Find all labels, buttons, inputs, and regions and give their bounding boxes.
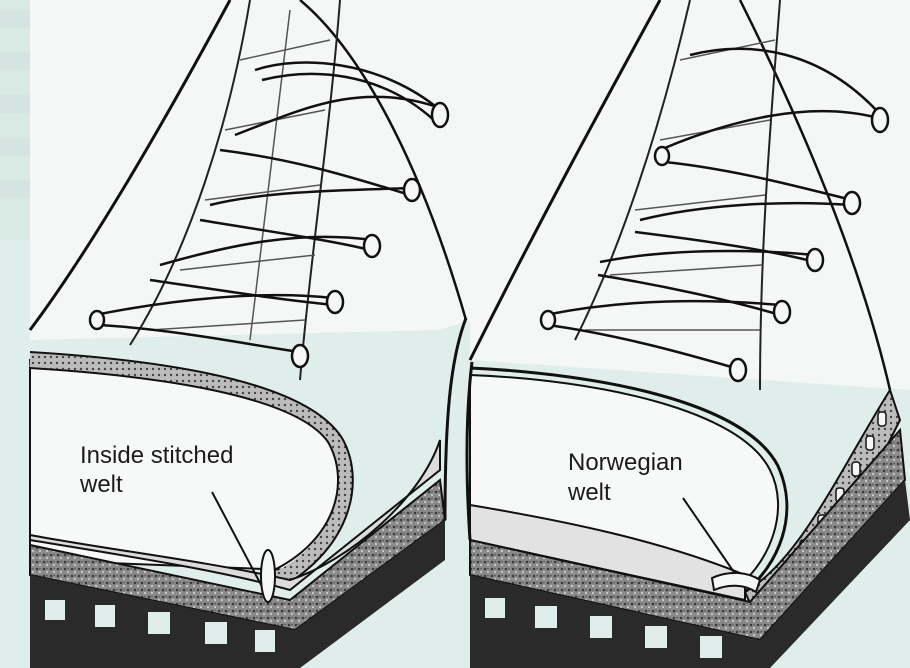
right-leader-line <box>682 497 739 579</box>
left-boot-upper <box>30 0 470 340</box>
left-sole-lugs <box>30 520 445 668</box>
left-label-line1: Inside stitched <box>80 442 233 469</box>
right-welt <box>469 366 789 594</box>
right-sole-lugs <box>470 480 910 668</box>
left-leader-line <box>211 491 269 599</box>
right-label-line2: welt <box>567 479 611 506</box>
left-label-group: Inside stitched welt <box>79 442 276 603</box>
right-boot <box>465 0 910 668</box>
left-welt <box>29 353 353 587</box>
right-label-group: Norwegian welt <box>567 449 762 594</box>
left-boot-laces <box>88 61 450 369</box>
left-label-line2: welt <box>79 471 123 498</box>
right-boot-laces <box>539 47 890 383</box>
right-boot-upper <box>470 0 910 390</box>
left-boot <box>28 0 470 668</box>
right-label-line1: Norwegian <box>568 449 683 476</box>
